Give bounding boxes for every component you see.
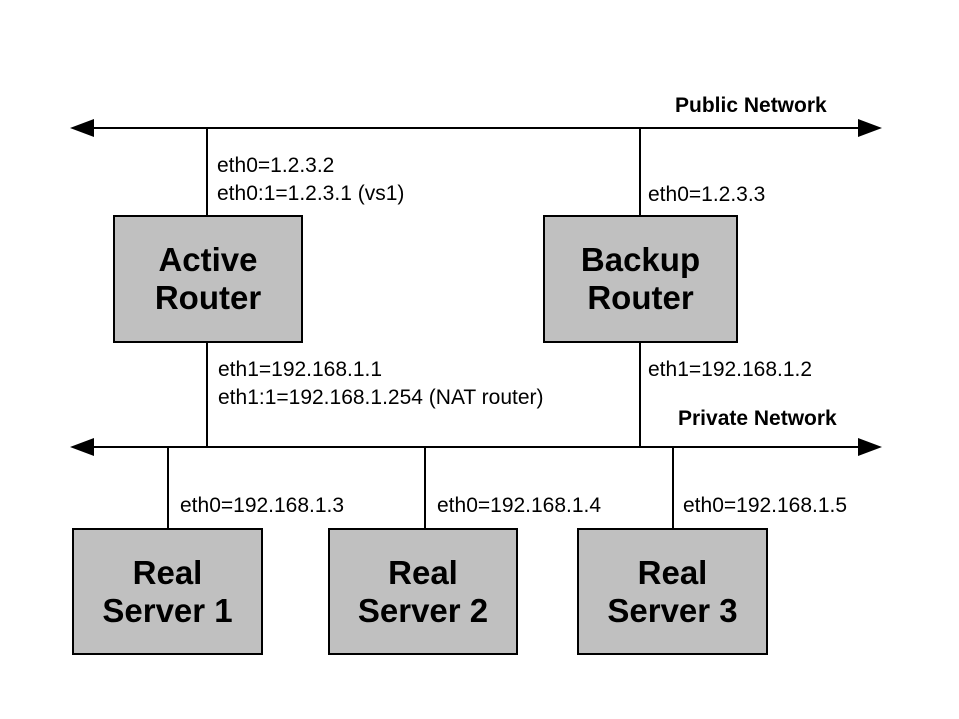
- active-router-title: Active Router: [154, 241, 262, 316]
- backup-router-public-interfaces: eth0=1.2.3.3: [648, 181, 765, 209]
- real-server-1-title: Real Server 1: [102, 553, 233, 629]
- real-server-1-eth0-label: eth0=192.168.1.3: [180, 494, 345, 517]
- backup-router-eth1-label: eth1=192.168.1.2: [648, 358, 813, 381]
- real-server-3-eth0-label: eth0=192.168.1.5: [683, 494, 848, 517]
- active-router-eth0-label: eth0=1.2.3.2: [217, 154, 335, 177]
- real-server-2-box: Real Server 2: [328, 528, 518, 655]
- public-network-left-arrow-icon: [70, 119, 94, 137]
- real-server-2-eth0-label: eth0=192.168.1.4: [437, 494, 602, 517]
- active-router-box: Active Router: [113, 215, 303, 343]
- backup-router-title: Backup Router: [580, 241, 701, 316]
- real-server-3-title: Real Server 3: [607, 553, 738, 629]
- real-server-1-interface: eth0=192.168.1.3: [180, 492, 344, 520]
- backup-router-private-interfaces: eth1=192.168.1.2: [648, 356, 812, 384]
- active-router-eth1-alias-label: eth1:1=192.168.1.254 (NAT router): [218, 386, 544, 409]
- public-network-label: Public Network: [675, 94, 827, 117]
- real-server-1-box: Real Server 1: [72, 528, 263, 655]
- real-server-2-interface: eth0=192.168.1.4: [437, 492, 601, 520]
- backup-router-eth0-label: eth0=1.2.3.3: [648, 183, 766, 206]
- active-router-private-interfaces: eth1=192.168.1.1 eth1:1=192.168.1.254 (N…: [218, 356, 544, 412]
- backup-router-box: Backup Router: [543, 215, 738, 343]
- active-router-eth1-label: eth1=192.168.1.1: [218, 358, 383, 381]
- active-router-public-interfaces: eth0=1.2.3.2 eth0:1=1.2.3.1 (vs1): [217, 152, 404, 208]
- private-network-right-arrow-icon: [858, 438, 882, 456]
- active-router-eth0-alias-label: eth0:1=1.2.3.1 (vs1): [217, 182, 405, 205]
- real-server-3-interface: eth0=192.168.1.5: [683, 492, 847, 520]
- public-network-right-arrow-icon: [858, 119, 882, 137]
- private-network-left-arrow-icon: [70, 438, 94, 456]
- real-server-2-title: Real Server 2: [357, 553, 489, 629]
- private-network-label: Private Network: [678, 407, 837, 430]
- real-server-3-box: Real Server 3: [577, 528, 768, 655]
